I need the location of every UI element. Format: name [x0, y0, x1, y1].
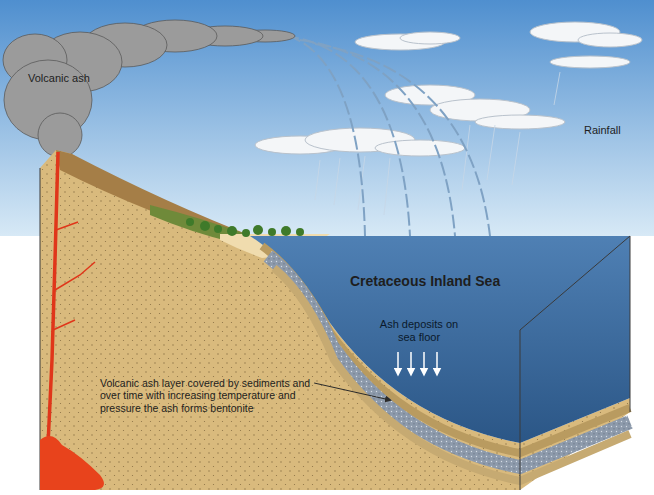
rain-streaks	[270, 32, 490, 236]
ash-deposit-label: Ash deposits on sea floor	[378, 318, 460, 344]
magma-chamber	[40, 436, 104, 490]
inland-sea	[250, 236, 630, 443]
ash-cloud-label: Volcanic ash	[28, 72, 90, 85]
ash-cloud	[3, 20, 295, 157]
magma-conduit	[48, 152, 95, 445]
block-edges	[40, 168, 630, 490]
rainfall-label: Rainfall	[584, 124, 621, 137]
bentonite-note: Volcanic ash layer covered by sediments …	[100, 377, 332, 414]
ash-settling-arrows	[398, 352, 437, 372]
sediment-layers	[262, 246, 630, 481]
earth-block	[40, 150, 630, 490]
sea-label: Cretaceous Inland Sea	[350, 273, 500, 290]
palm-trees	[186, 218, 304, 237]
leader-line	[314, 383, 390, 400]
volcano-slope	[56, 150, 262, 240]
